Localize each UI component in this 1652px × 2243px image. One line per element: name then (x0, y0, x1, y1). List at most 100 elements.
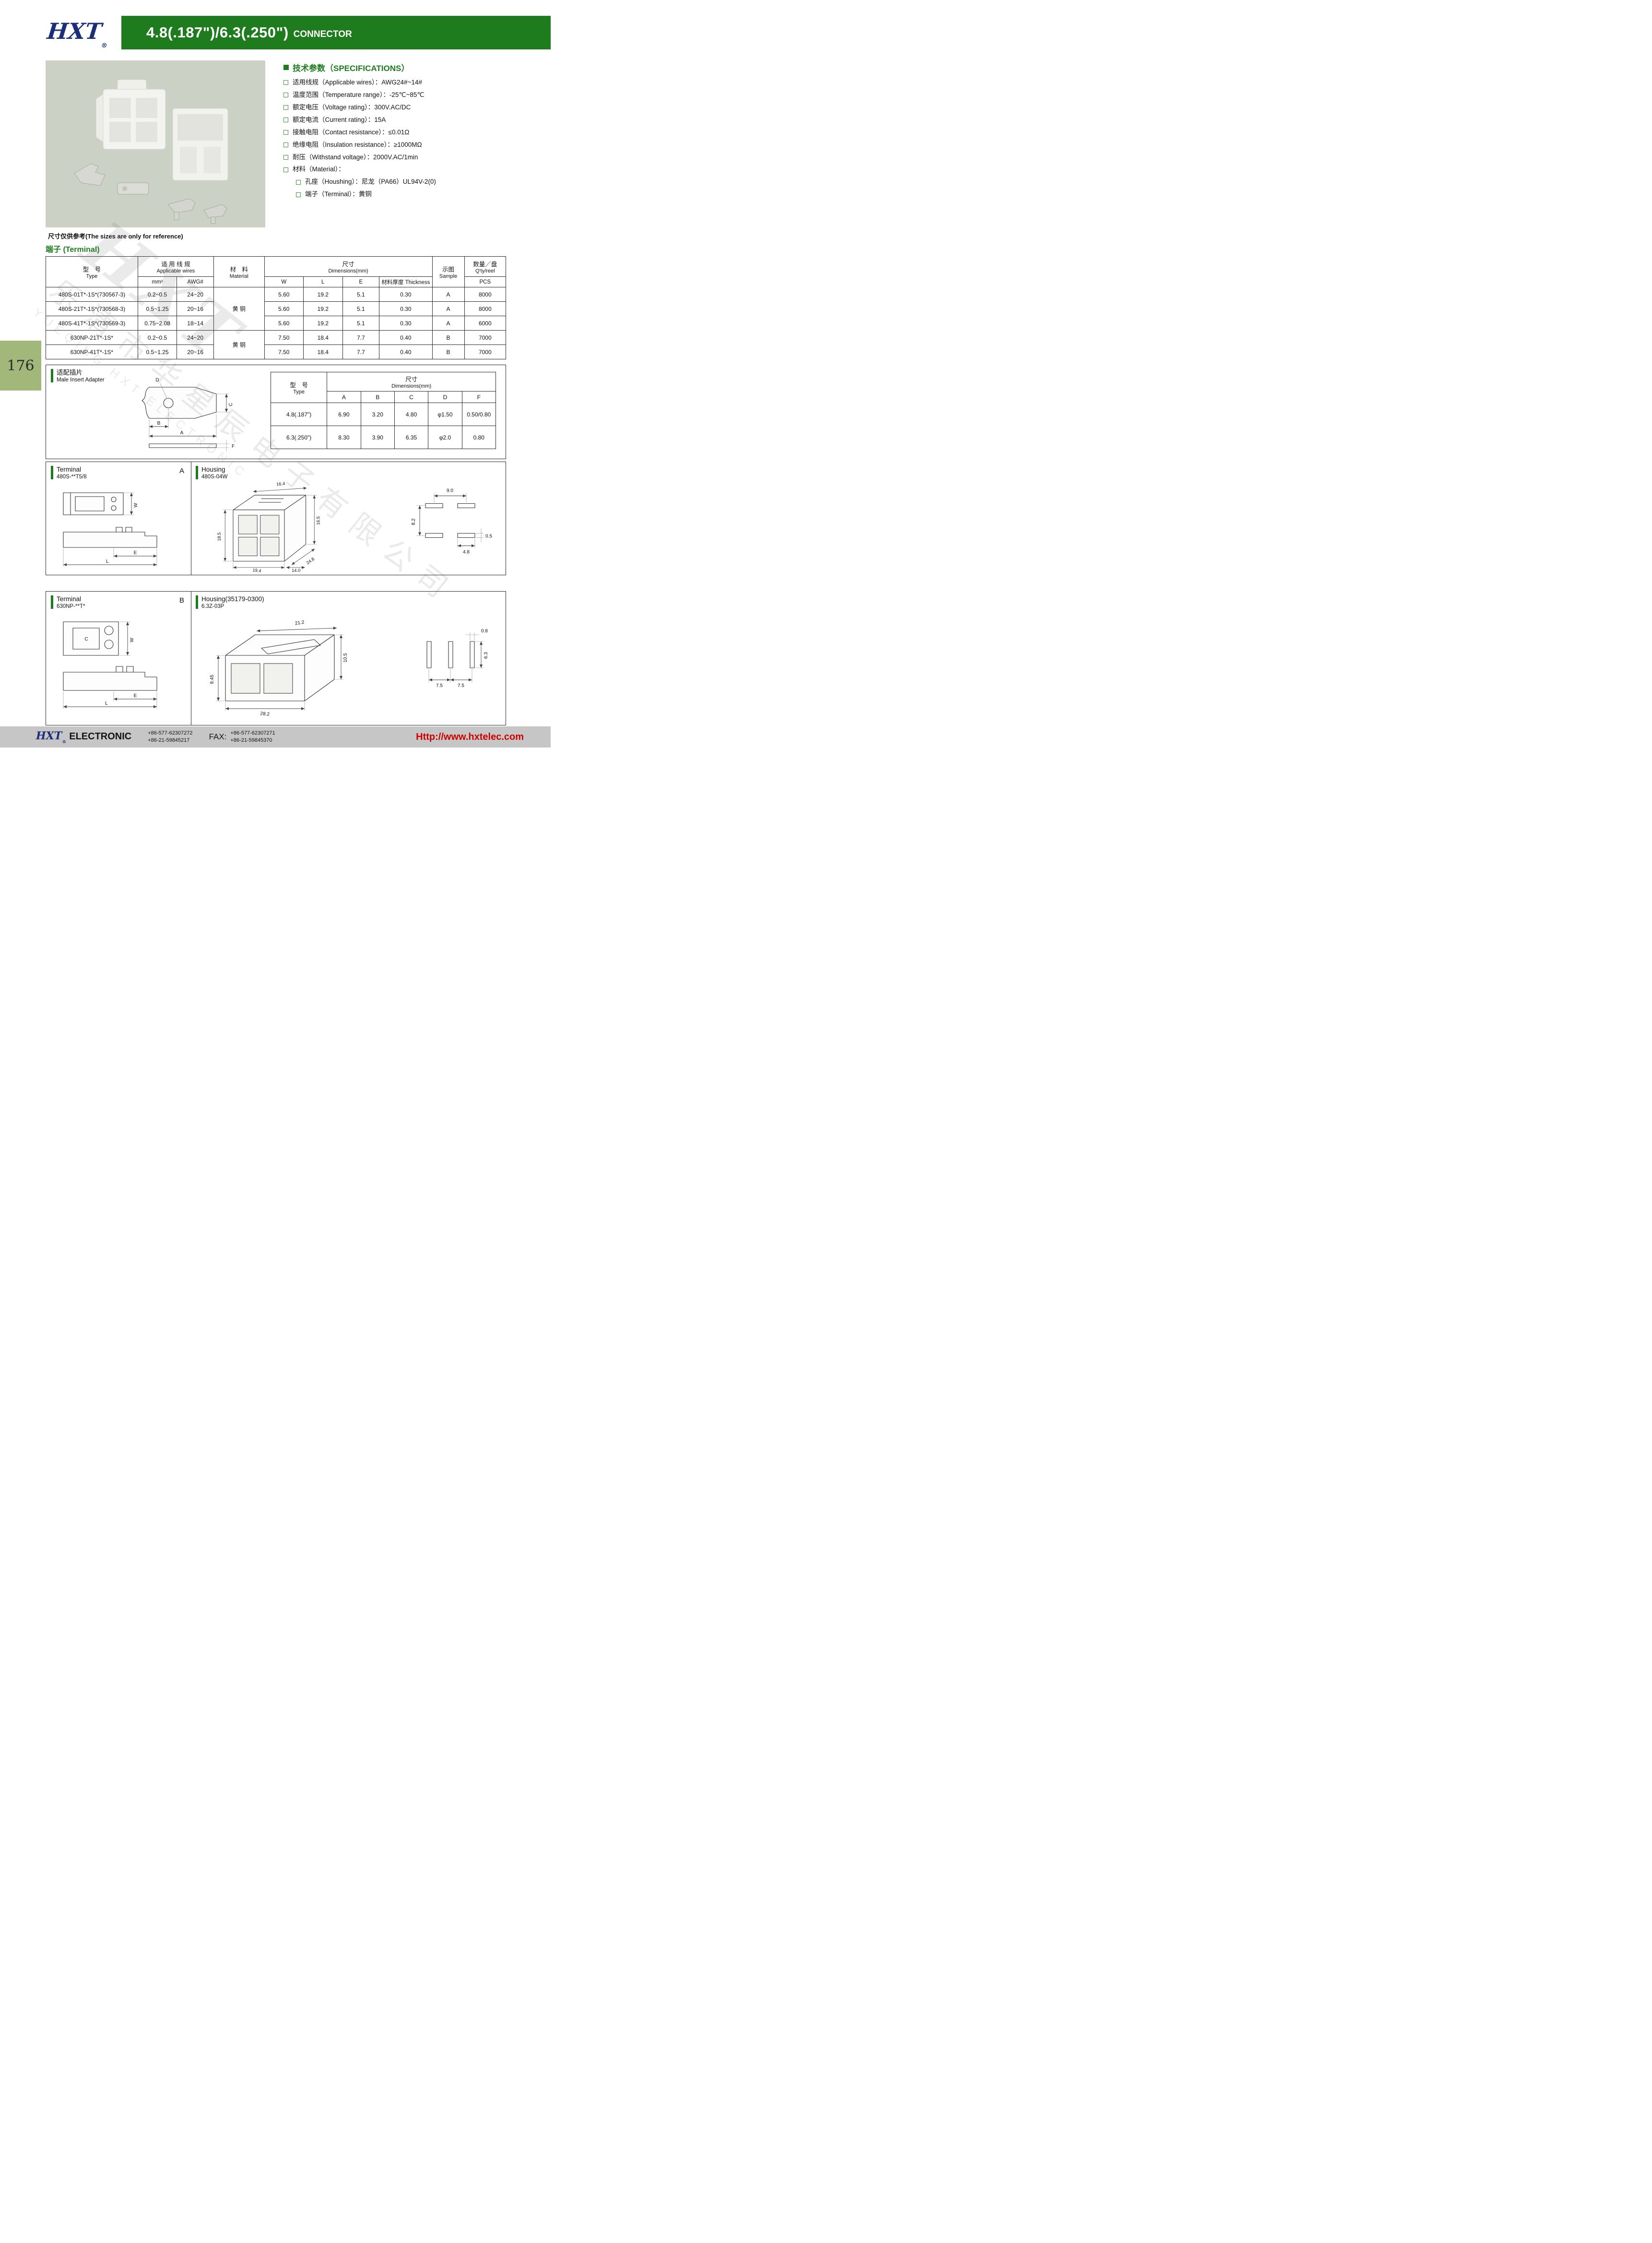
housing-b-subpanel: Housing(35179-0300) 6.3Z-03P 21.2 9.45 1… (191, 592, 506, 725)
table-row: 480S-01T*-1S*(730567-3) 0.2~0.5 24~20 黄 … (46, 287, 507, 331)
page-number-tab: 176 (0, 341, 41, 391)
svg-text:0.8: 0.8 (481, 629, 488, 634)
svg-text:D: D (155, 378, 159, 383)
phone-number: +86-577-62307272 (148, 730, 193, 736)
svg-text:14.0: 14.0 (292, 568, 300, 572)
svg-text:8.2: 8.2 (411, 518, 416, 525)
svg-text:B: B (157, 421, 161, 426)
terminal-housing-panel-b: Terminal 630NP-**T* B C W E L (46, 591, 506, 725)
spec-sub-item: 孔座（Houshing）：尼龙（PA66）UL94V-2(0) (296, 177, 506, 187)
website-url: Http://www.hxtelec.com (416, 731, 524, 742)
svg-text:16.5: 16.5 (316, 516, 320, 525)
svg-text:10.5: 10.5 (343, 653, 348, 663)
spec-item: 温度范围（Temperature range）：-25℃~85℃ (283, 90, 506, 100)
table-row: 4.8(.187") 6.90 3.20 4.80 φ1.50 0.50/0.8… (270, 403, 496, 426)
spec-item: 绝缘电阻（Insulation resistance）：≥1000MΩ (283, 140, 506, 150)
col-l: L (303, 276, 343, 287)
svg-text:L: L (106, 559, 109, 564)
col-awg: AWG# (177, 276, 214, 287)
housing-a-title: Housing 480S-04W (196, 466, 227, 481)
spec-item: 额定电流（Current rating）：15A (283, 115, 506, 125)
terminal-housing-panel-a: Terminal 480S-**T5/8 A W E L (46, 462, 506, 575)
svg-text:4.8: 4.8 (463, 550, 470, 555)
housing-a-drawing: 16.4 18.5 19.4 14.0 24.8 16.5 (217, 481, 321, 572)
col-e: E (342, 276, 380, 287)
registered-mark: ® (100, 42, 108, 49)
terminal-a-subpanel: Terminal 480S-**T5/8 A W E L (46, 462, 191, 575)
specs-title: 技术参数（SPECIFICATIONS） (283, 61, 506, 73)
svg-text:9.45: 9.45 (210, 675, 215, 684)
specs-title-text: 技术参数（SPECIFICATIONS） (293, 64, 410, 73)
hollow-square-icon (283, 93, 288, 98)
svg-text:9.0: 9.0 (447, 488, 453, 494)
spec-item: 材料（Material）： (283, 165, 506, 175)
svg-text:L: L (105, 701, 108, 706)
hollow-square-icon (283, 80, 288, 85)
hollow-square-icon (283, 118, 288, 123)
green-bar-icon (51, 466, 53, 479)
registered-mark: ® (62, 739, 67, 745)
table-row: 630NP-41T*-1S* 0.5~1.25 20~16 7.50 18.4 … (46, 344, 507, 359)
page-title: 4.8(.187")/6.3(.250") (146, 24, 289, 41)
green-bar-icon (196, 466, 198, 479)
svg-text:21.2: 21.2 (295, 620, 305, 627)
material-cell: 黄 铜 (213, 287, 265, 331)
adapter-panel: 适配插片 Male Insert Adapter D C B A F (46, 365, 506, 459)
spec-item: 接触电阻（Contact resistance）：≤0.01Ω (283, 128, 506, 138)
spec-sub-item: 端子（Terminal）：黄铜 (296, 190, 506, 200)
hollow-square-icon (296, 179, 301, 185)
fax-label: FAX: (209, 732, 227, 741)
green-bar-icon (51, 595, 53, 609)
spec-item: 适用线规（Applicable wires）：AWG24#~14# (283, 78, 506, 88)
svg-text:24.8: 24.8 (306, 557, 316, 566)
housing-b-footprint: 0.8 7.5 7.5 6.3 (426, 629, 489, 688)
table-row: 480S-41T*-1S*(730569-3) 0.75~2.08 18~14 … (46, 316, 507, 331)
table-subheader-row: A B C D F (271, 391, 496, 403)
sample-badge-a: A (179, 467, 184, 475)
svg-text:0.5: 0.5 (485, 534, 492, 539)
catalog-page: HXT® 4.8(.187")/6.3(.250") CONNECTOR (0, 0, 551, 748)
filled-square-icon (283, 65, 289, 70)
terminal-a-title: Terminal 480S-**T5/8 (51, 466, 87, 481)
sample-badge-b: B (179, 596, 184, 605)
svg-text:E: E (134, 693, 137, 699)
footer-fax: FAX: +86-577-62307271 +86-21-59845370 (209, 730, 275, 744)
material-cell: 黄 铜 (213, 330, 265, 359)
hollow-square-icon (283, 130, 288, 135)
brand-text: HXT (46, 18, 103, 44)
svg-text:19.4: 19.4 (252, 568, 261, 572)
housing-a-subpanel: Housing 480S-04W 16.4 18.5 19.4 (191, 462, 506, 575)
header-banner: 4.8(.187")/6.3(.250") CONNECTOR (121, 16, 551, 49)
col-mm2: mm² (137, 276, 177, 287)
photo-caption: 尺寸仅供参考(The sizes are only for reference) (48, 233, 183, 240)
product-photo (46, 60, 265, 227)
top-row: 技术参数（SPECIFICATIONS） 适用线规（Applicable wir… (46, 60, 506, 227)
svg-text:16.4: 16.4 (276, 481, 285, 487)
fax-number: +86-21-59845370 (230, 737, 272, 743)
col-w: W (264, 276, 304, 287)
adapter-title: 适配插片 Male Insert Adapter (51, 369, 105, 384)
svg-text:C: C (84, 637, 88, 642)
svg-text:F: F (232, 444, 235, 449)
footer-phones: +86-577-62307272 +86-21-59845217 (148, 730, 192, 744)
green-bar-icon (51, 369, 53, 382)
housing-b-title: Housing(35179-0300) 6.3Z-03P (196, 595, 264, 610)
svg-text:7.5: 7.5 (436, 683, 443, 688)
table-row: 630NP-21T*-1S* 0.2~0.5 24~20 黄 铜 7.50 18… (46, 330, 507, 359)
svg-text:A: A (180, 430, 184, 436)
svg-text:7.5: 7.5 (458, 683, 464, 688)
terminal-b-drawing: C W E L (63, 621, 157, 709)
footer-company-name: ELECTRONIC (69, 731, 132, 742)
svg-text:W: W (133, 503, 139, 508)
svg-text:C: C (228, 403, 234, 406)
